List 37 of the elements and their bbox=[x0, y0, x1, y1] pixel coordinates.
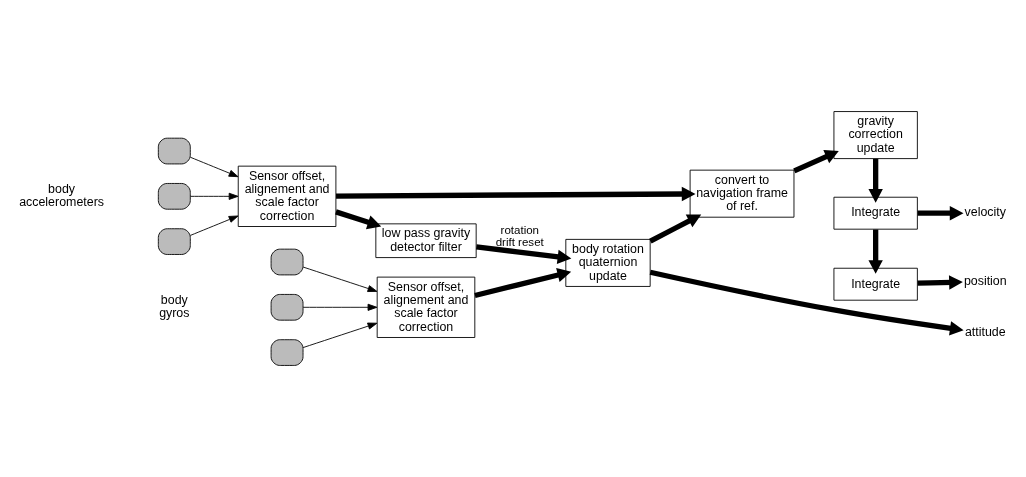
arrow bbox=[917, 206, 964, 221]
arrow bbox=[335, 209, 382, 230]
node-box: convert to navigation frame of ref. bbox=[689, 169, 795, 218]
label: body accelerometers bbox=[19, 181, 104, 210]
arrow bbox=[917, 275, 963, 290]
arrow bbox=[189, 215, 239, 236]
node-box: body rotation quaternion update bbox=[565, 238, 651, 287]
node-box: Integrate bbox=[833, 196, 918, 230]
node-box: Sensor offset, alignement and scale factor correction bbox=[237, 165, 337, 227]
node-box bbox=[270, 248, 304, 276]
arrow bbox=[336, 186, 696, 202]
arrow bbox=[649, 269, 964, 336]
arrow bbox=[302, 266, 378, 292]
arrow bbox=[189, 156, 239, 178]
arrow bbox=[474, 268, 572, 299]
arrow bbox=[793, 150, 839, 174]
arrow bbox=[649, 214, 702, 244]
node-box bbox=[270, 339, 304, 366]
node-box: low pass gravity detector filter bbox=[375, 223, 477, 259]
arrow bbox=[868, 158, 883, 203]
node-box: Integrate bbox=[833, 267, 918, 301]
node-text: velocity bbox=[964, 205, 1006, 220]
node-box: Sensor offset, alignement and scale factor correction bbox=[376, 276, 476, 338]
arrow bbox=[476, 244, 572, 264]
arrow bbox=[189, 192, 239, 200]
node-box bbox=[157, 137, 191, 165]
edge-label: rotation drift reset bbox=[495, 223, 544, 249]
node-box: gravity correction update bbox=[833, 111, 918, 160]
node-box bbox=[157, 183, 191, 210]
arrow bbox=[302, 322, 378, 348]
node-box bbox=[270, 294, 304, 321]
node-box bbox=[157, 228, 191, 255]
label: body gyros bbox=[159, 292, 190, 321]
node-text: position bbox=[963, 273, 1007, 288]
arrow bbox=[868, 229, 883, 274]
arrow bbox=[302, 303, 378, 311]
node-text: attitude bbox=[964, 325, 1006, 340]
